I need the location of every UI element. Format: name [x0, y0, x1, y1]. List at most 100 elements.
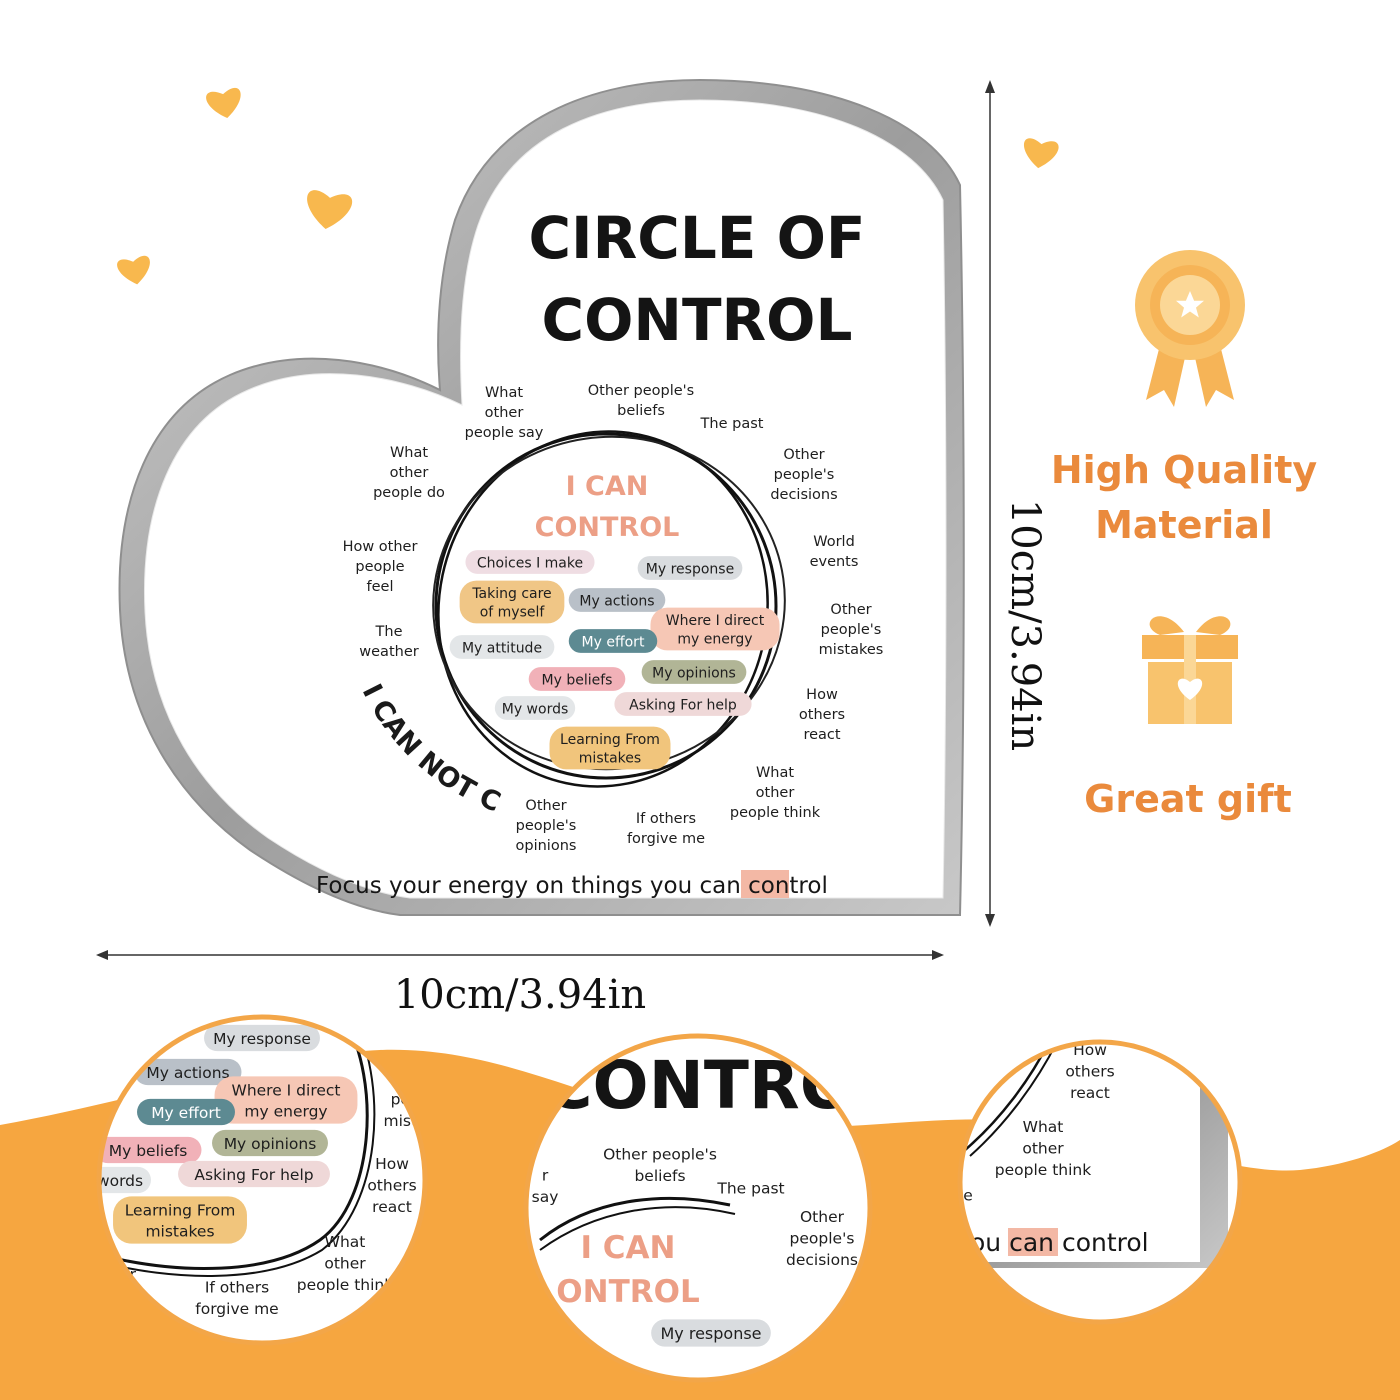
height-dimension [985, 80, 995, 927]
cannot-control-world: World events [810, 534, 859, 570]
text-line: If others [636, 811, 696, 827]
text-line: people think [730, 805, 821, 821]
text-line: If others [205, 1279, 269, 1297]
text-line: beliefs [634, 1167, 685, 1185]
zoom1-chip: Where I direct my energy [214, 1076, 358, 1124]
chip-actions: My actions [568, 588, 666, 612]
text-line: Other [525, 798, 566, 814]
text-line: Other [800, 1208, 845, 1226]
cannot-control-think: What other people think [730, 765, 821, 821]
text-line: The past [700, 416, 764, 432]
chip-background [528, 667, 626, 691]
text-line: people do [373, 485, 445, 501]
text-line: react [372, 1198, 412, 1216]
feature-quality-line1: High Quality [1051, 448, 1318, 492]
chip-label: My response [646, 561, 734, 577]
inner-heading-line1: I CAN [566, 471, 649, 502]
chip-label: mistakes [579, 751, 641, 767]
chip-label: my energy [677, 632, 752, 648]
text-line: people's [774, 467, 835, 483]
chip-attitude: My attitude [449, 635, 555, 659]
chip-background [137, 1098, 235, 1126]
chip-label: my energy [244, 1102, 327, 1120]
zoom1-chip: My effort [137, 1098, 235, 1126]
text-line: events [810, 554, 859, 570]
text-line: forgive me [627, 831, 705, 847]
chip-background [650, 607, 780, 651]
chip-beliefs: My beliefs [528, 667, 626, 691]
height-label: 10cm/3.94in [1002, 499, 1048, 751]
chip-care: Taking care of myself [459, 580, 565, 624]
text-line: people [355, 559, 404, 575]
text-line: What [390, 445, 428, 461]
footer-highlight: can [699, 873, 740, 899]
text-line: How [806, 687, 838, 703]
text-line: other [1022, 1139, 1064, 1157]
chip-label: My response [213, 1030, 311, 1048]
text-line: r [542, 1167, 549, 1185]
chip-background [465, 550, 595, 574]
text-line: weather [359, 644, 418, 660]
decor-heart-icon [117, 255, 150, 285]
chip-background [99, 1136, 202, 1164]
decor-heart-icon [307, 190, 353, 229]
text-line: people's [821, 622, 882, 638]
footer-suffix: control [741, 873, 828, 899]
chip-words: My words [494, 696, 576, 720]
feature-quality-line2: Material [1095, 503, 1273, 547]
text-line: decisions [786, 1251, 858, 1269]
chip-background [134, 1058, 242, 1086]
zoom-circle-title: CONTRO I CAN ONTROL My response Other pe… [523, 1033, 873, 1383]
width-dimension [96, 950, 944, 960]
chip-label: Where I direct [232, 1081, 341, 1099]
zoom3-text: e [963, 1186, 973, 1204]
chip-label: Asking For help [629, 697, 737, 713]
chip-label: Where I direct [666, 613, 765, 629]
text-line: other [756, 785, 795, 801]
zoom3-footer-text: ou can control [970, 1228, 1149, 1257]
zoom2-inner-line2: ONTROL [556, 1274, 699, 1310]
chip-label: of myself [480, 605, 546, 621]
chip-opinions: My opinions [641, 660, 747, 684]
chip-label: My opinions [652, 665, 736, 681]
chip-label: words [97, 1172, 143, 1190]
cannot-control-forgive: If others forgive me [627, 811, 705, 847]
zoom2-text: The past [716, 1179, 784, 1197]
chip-background [641, 660, 747, 684]
text-line: What [1023, 1118, 1064, 1136]
chip-label: Choices I make [477, 555, 583, 571]
chip-label: mistakes [145, 1222, 214, 1240]
text-line: What [756, 765, 794, 781]
text-line: others [799, 707, 845, 723]
text-line: World [813, 534, 855, 550]
text-line: people say [465, 425, 544, 441]
chip-help: Asking For help [614, 692, 752, 716]
plaque-footer-text: Focus your energy on things you can cont… [316, 873, 828, 899]
text-line: Other people's [588, 383, 694, 399]
chip-label: My words [502, 701, 569, 717]
text-line: How [375, 1155, 409, 1173]
chip-background [494, 696, 576, 720]
chip-label: My actions [579, 593, 654, 609]
text-line: react [1070, 1084, 1110, 1102]
chip-label: Taking care [471, 586, 551, 602]
text-line: What [325, 1233, 366, 1251]
zoom2-chip: My response [651, 1319, 771, 1347]
